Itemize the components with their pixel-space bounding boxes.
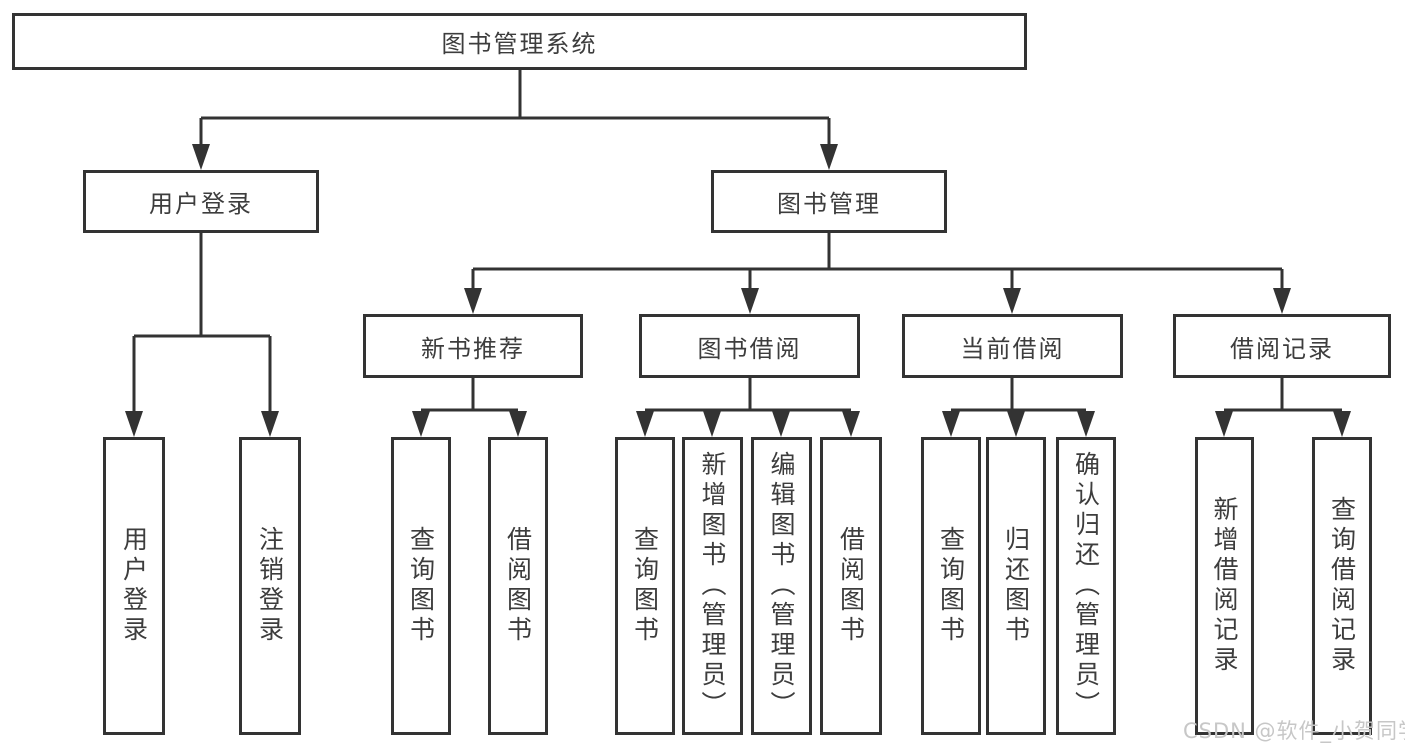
arrowhead [741,288,759,314]
leaf-confirm-return-admin: 确认归还（管理员） [1056,437,1116,735]
leaf-user-login: 用户登录 [103,437,165,735]
arrowhead [772,411,790,437]
node-current-borrowing-label: 当前借阅 [960,334,1065,363]
leaf-add-borrow-record: 新增借阅记录 [1195,437,1254,735]
node-book-borrowing-label: 图书借阅 [697,334,802,363]
leaf-confirm-return-admin-label: 确认归还（管理员） [1071,451,1101,721]
arrowhead [1003,288,1021,314]
leaf-user-login-label: 用户登录 [119,526,149,646]
leaf-borrow-books-1: 借阅图书 [488,437,548,735]
arrowhead [412,411,430,437]
node-root: 图书管理系统 [12,13,1027,70]
node-root-label: 图书管理系统 [441,30,598,58]
arrowhead [509,411,527,437]
leaf-return-books-label: 归还图书 [1001,526,1031,646]
arrowhead [261,411,279,437]
leaf-query-books-2-label: 查询图书 [630,526,660,646]
leaf-borrow-books-2-label: 借阅图书 [836,526,866,646]
arrowheads [125,144,1351,437]
arrowhead [464,288,482,314]
leaf-edit-books-admin-label: 编辑图书（管理员） [767,451,796,721]
leaf-query-books-2: 查询图书 [615,437,675,735]
leaf-logout: 注销登录 [239,437,301,735]
node-current-borrowing: 当前借阅 [902,314,1123,378]
leaf-add-books-admin-label: 新增图书（管理员） [698,451,727,721]
node-new-book-recommend: 新书推荐 [363,314,583,378]
node-borrow-records: 借阅记录 [1173,314,1391,378]
node-user-login-label: 用户登录 [149,190,253,218]
arrowhead [942,411,960,437]
leaf-add-books-admin: 新增图书（管理员） [682,437,743,735]
leaf-query-borrow-record: 查询借阅记录 [1312,437,1372,735]
leaf-edit-books-admin: 编辑图书（管理员） [751,437,812,735]
leaf-add-borrow-record-label: 新增借阅记录 [1210,496,1239,676]
arrowhead [820,144,838,170]
connector-lines [132,70,1342,413]
node-borrow-records-label: 借阅记录 [1230,334,1334,363]
arrowhead [1077,411,1095,437]
arrowhead [1007,411,1025,437]
arrowhead [1333,411,1351,437]
arrowhead [636,411,654,437]
leaf-query-borrow-record-label: 查询借阅记录 [1327,496,1357,676]
node-book-borrowing: 图书借阅 [639,314,860,378]
leaf-query-books-1: 查询图书 [391,437,451,735]
leaf-query-books-3: 查询图书 [921,437,981,735]
leaf-logout-label: 注销登录 [255,526,285,646]
csdn-watermark: CSDN @软件_小贺同学 [1183,719,1405,743]
leaf-return-books: 归还图书 [986,437,1046,735]
arrowhead [1273,288,1291,314]
arrowhead [192,144,210,170]
leaf-query-books-3-label: 查询图书 [936,526,966,646]
leaf-borrow-books-2: 借阅图书 [820,437,882,735]
arrowhead [703,411,721,437]
arrowhead [125,411,143,437]
node-new-book-recommend-label: 新书推荐 [421,334,525,363]
node-book-mgmt: 图书管理 [711,170,947,233]
arrowhead [1215,411,1233,437]
node-book-mgmt-label: 图书管理 [777,190,881,218]
leaf-borrow-books-1-label: 借阅图书 [503,526,533,646]
node-user-login: 用户登录 [83,170,319,233]
arrowhead [842,411,860,437]
leaf-query-books-1-label: 查询图书 [406,526,436,646]
